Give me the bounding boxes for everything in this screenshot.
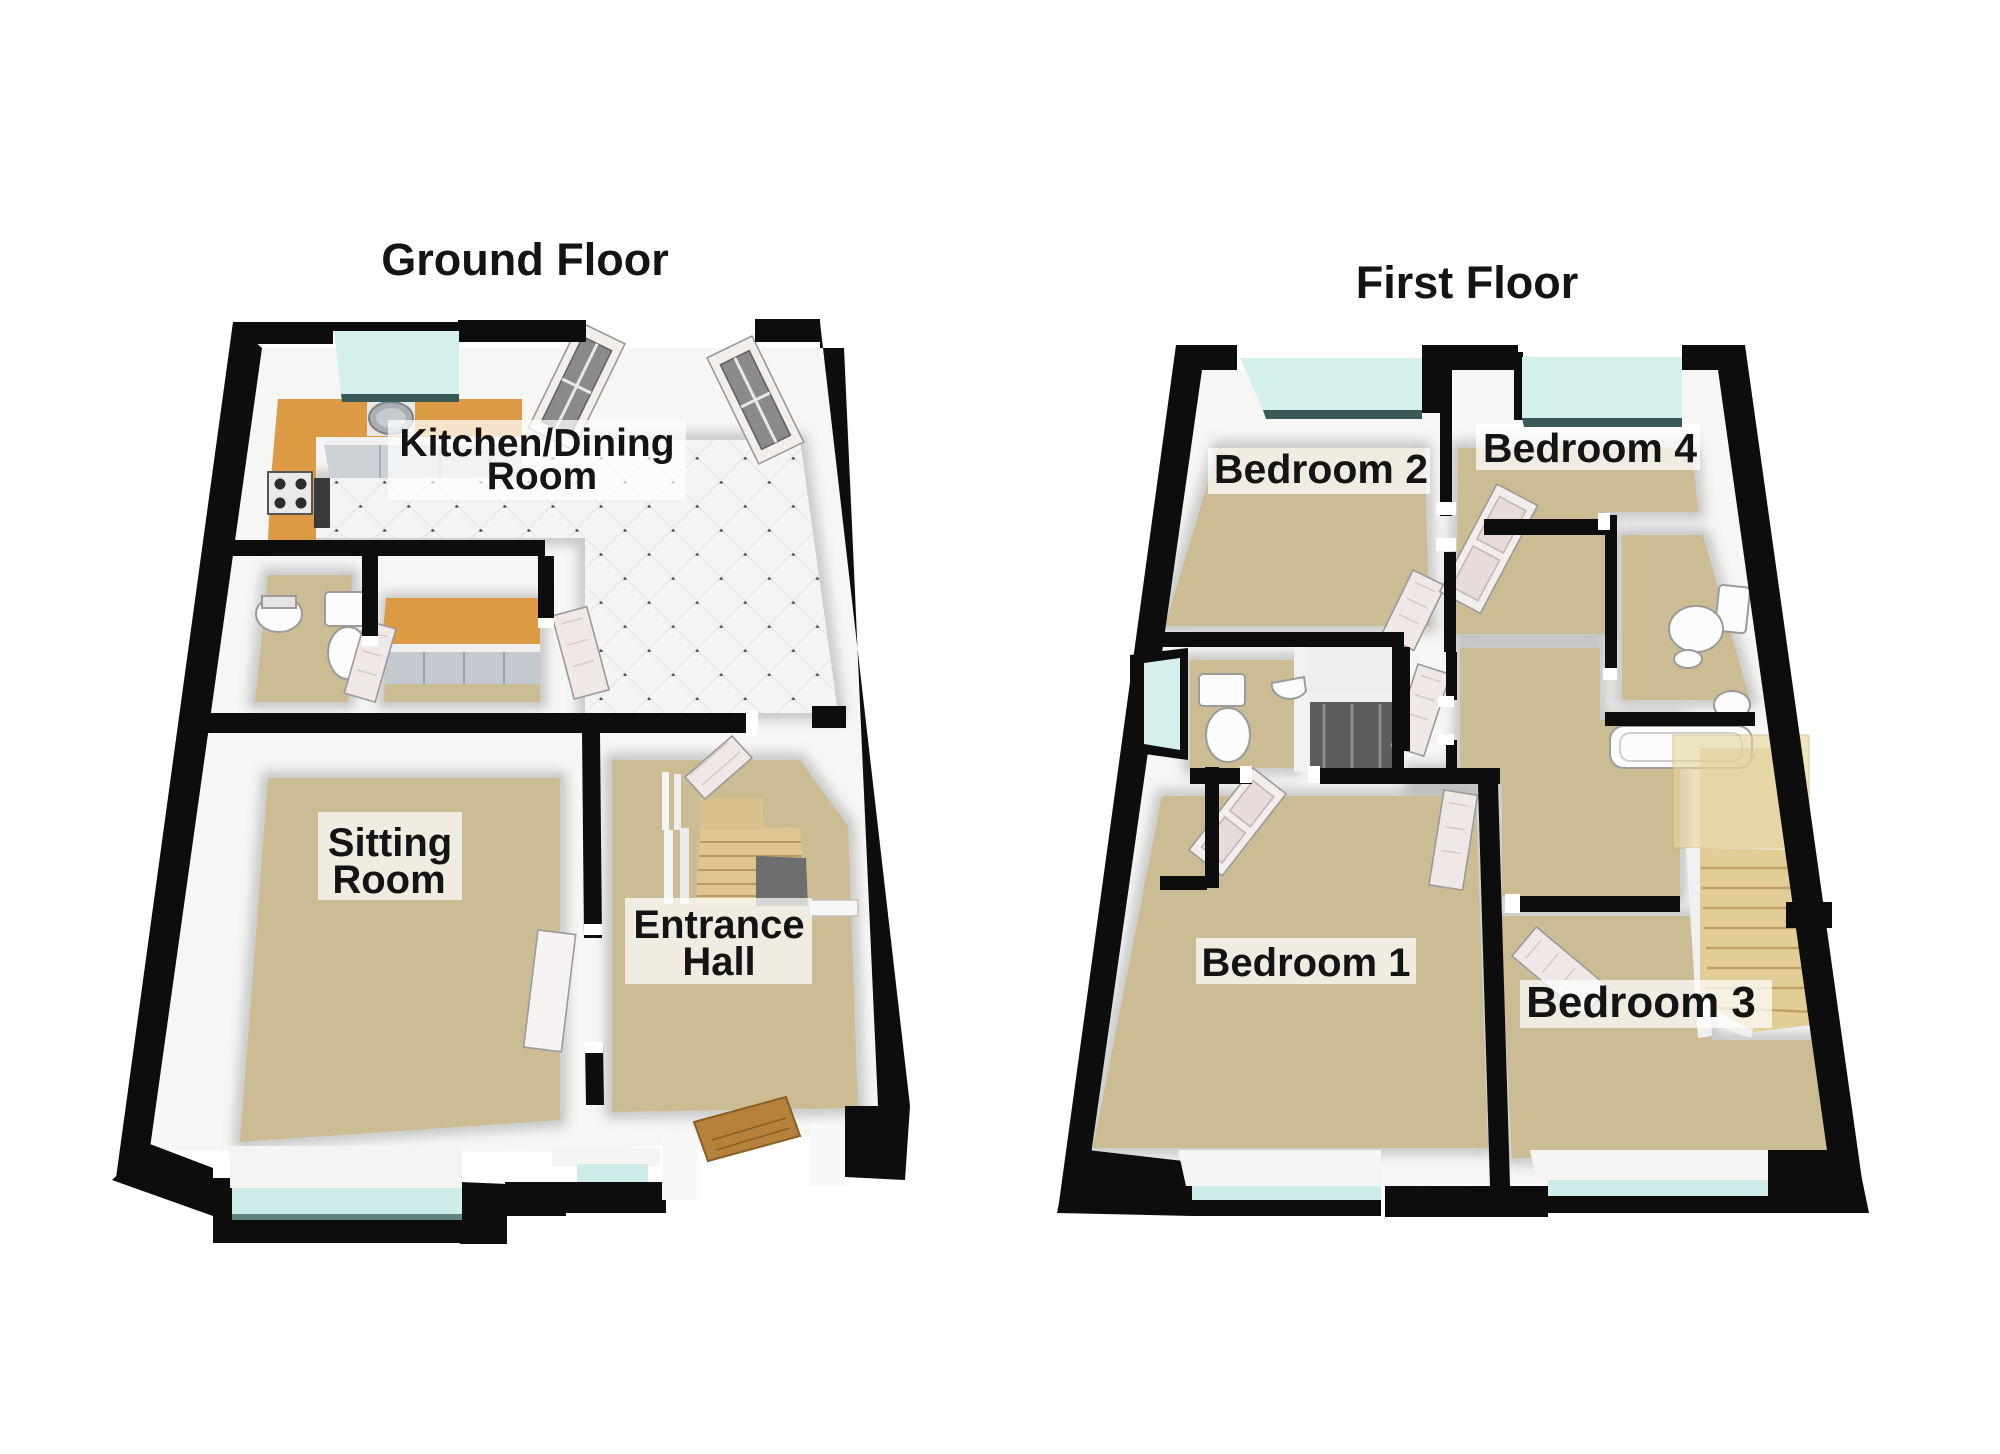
svg-text:Sitting: Sitting xyxy=(328,821,452,865)
svg-text:Bedroom 4: Bedroom 4 xyxy=(1483,425,1697,471)
svg-text:Room: Room xyxy=(332,858,445,902)
svg-text:Kitchen/Dining: Kitchen/Dining xyxy=(399,422,674,465)
svg-text:Room: Room xyxy=(487,455,598,498)
svg-text:Bedroom 3: Bedroom 3 xyxy=(1526,978,1756,1027)
svg-text:Bedroom 2: Bedroom 2 xyxy=(1214,446,1428,492)
svg-text:Bedroom 1: Bedroom 1 xyxy=(1202,941,1411,985)
svg-text:Ground Floor: Ground Floor xyxy=(381,234,668,285)
svg-text:Entrance: Entrance xyxy=(633,903,804,947)
svg-text:Hall: Hall xyxy=(682,940,755,984)
svg-text:First Floor: First Floor xyxy=(1356,257,1579,308)
